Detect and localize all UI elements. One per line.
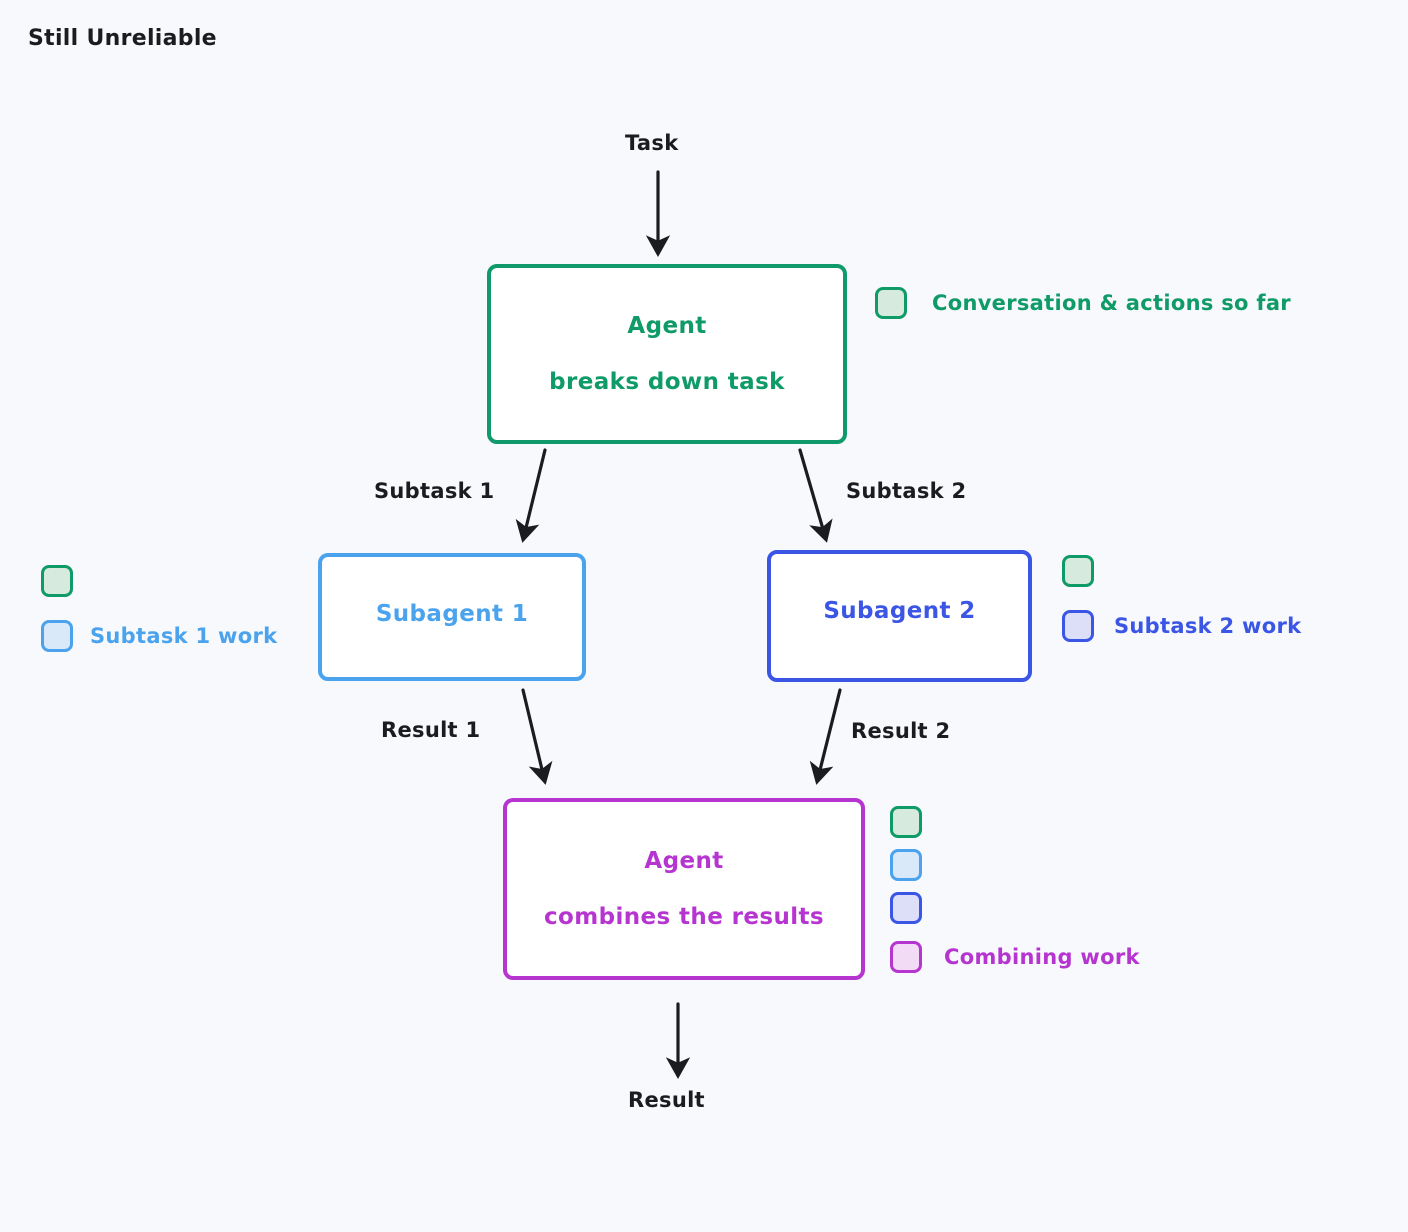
node-combiner-title: Agent xyxy=(644,848,724,874)
legend-swatch-green-combining xyxy=(890,806,922,838)
page-title: Still Unreliable xyxy=(28,26,217,51)
edge-label-result: Result xyxy=(628,1088,705,1112)
node-combiner-subtitle: combines the results xyxy=(544,904,824,930)
node-subagent-1[interactable]: Subagent 1 xyxy=(318,553,586,681)
edge-label-subtask-2: Subtask 2 xyxy=(846,479,967,503)
edge-label-result-2: Result 2 xyxy=(851,719,951,743)
node-subagent-2-title: Subagent 2 xyxy=(823,598,976,624)
edge-label-result-1: Result 1 xyxy=(381,718,481,742)
node-combiner-agent[interactable]: Agent combines the results xyxy=(503,798,865,980)
edge-label-task: Task xyxy=(625,131,679,155)
arrow-subagent-1-to-combiner xyxy=(521,688,553,785)
legend-swatch-indigo-combining xyxy=(890,892,922,924)
legend-swatch-green-subtask-1 xyxy=(41,565,73,597)
arrow-orchestrator-to-subagent-2 xyxy=(798,448,833,543)
legend-swatch-blue-combining xyxy=(890,849,922,881)
arrow-subagent-2-to-combiner xyxy=(809,688,842,785)
node-subagent-2[interactable]: Subagent 2 xyxy=(767,550,1032,682)
node-orchestrator-title: Agent xyxy=(627,313,707,339)
legend-label-combining-work: Combining work xyxy=(944,945,1140,969)
legend-swatch-purple-combining xyxy=(890,941,922,973)
legend-swatch-green-conversation xyxy=(875,287,907,319)
legend-swatch-indigo-subtask-2 xyxy=(1062,610,1094,642)
node-orchestrator-agent[interactable]: Agent breaks down task xyxy=(487,264,847,444)
legend-label-subtask-2-work: Subtask 2 work xyxy=(1114,614,1302,638)
legend-swatch-green-subtask-2 xyxy=(1062,555,1094,587)
node-orchestrator-subtitle: breaks down task xyxy=(549,369,785,395)
legend-swatch-blue-subtask-1 xyxy=(41,620,73,652)
legend-label-subtask-1-work: Subtask 1 work xyxy=(90,624,278,648)
legend-label-conversation-actions: Conversation & actions so far xyxy=(932,291,1291,315)
node-subagent-1-title: Subagent 1 xyxy=(375,601,529,627)
edge-label-subtask-1: Subtask 1 xyxy=(374,479,495,503)
arrow-orchestrator-to-subagent-1 xyxy=(515,448,547,543)
